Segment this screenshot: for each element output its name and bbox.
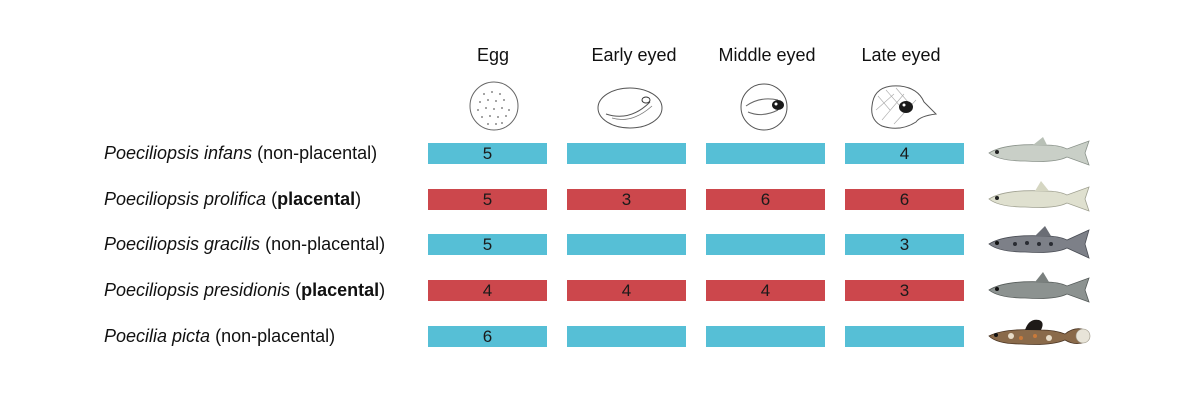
species-label: Poecilia picta (non-placental) <box>104 325 335 347</box>
fish-icon <box>988 181 1090 212</box>
value-bar: 6 <box>428 326 547 347</box>
fish-icon <box>988 272 1090 303</box>
bar-value: 3 <box>899 235 910 254</box>
paren-open: ( <box>290 280 302 300</box>
bar-value: 5 <box>482 190 493 209</box>
paren-close: ) <box>379 234 386 254</box>
bar-value: 3 <box>899 281 910 300</box>
bar-value: 5 <box>482 235 493 254</box>
stage-header-egg: Egg <box>476 45 510 65</box>
stage-header-late-eyed: Late eyed <box>861 45 941 65</box>
value-bar: 3 <box>845 234 964 255</box>
fish-icon <box>988 226 1090 259</box>
paren-close: ) <box>329 326 336 346</box>
value-bar: 5 <box>428 189 547 210</box>
paren-open: ( <box>252 143 264 163</box>
reproduction-type: non-placental <box>271 234 380 254</box>
value-bar: 6 <box>845 189 964 210</box>
reproduction-type: placental <box>277 189 356 209</box>
middle-eyed-embryo-icon <box>740 83 788 131</box>
late-eyed-embryo-icon <box>871 85 938 129</box>
fish-icon <box>988 137 1090 166</box>
species-name: Poeciliopsis gracilis <box>104 234 261 254</box>
bar-value: 5 <box>482 144 493 163</box>
bar-value: 6 <box>760 190 771 209</box>
value-bar: 6 <box>706 189 825 210</box>
species-label: Poeciliopsis presidionis (placental) <box>104 279 385 301</box>
bar-value: 4 <box>899 144 910 163</box>
paren-close: ) <box>371 143 378 163</box>
value-bar: 5 <box>428 234 547 255</box>
reproduction-type: non-placental <box>263 143 372 163</box>
species-name: Poeciliopsis presidionis <box>104 280 291 300</box>
reproduction-type: placental <box>301 280 380 300</box>
bar-value: 6 <box>899 190 910 209</box>
value-bar <box>706 326 825 347</box>
early-eyed-embryo-icon <box>597 87 663 129</box>
value-bar: 4 <box>845 143 964 164</box>
paren-open: ( <box>260 234 272 254</box>
value-bar: 4 <box>567 280 686 301</box>
paren-open: ( <box>266 189 278 209</box>
value-bar: 4 <box>428 280 547 301</box>
bar-value: 6 <box>482 327 493 346</box>
species-name: Poeciliopsis prolifica <box>104 189 267 209</box>
bar-value: 4 <box>482 281 493 300</box>
stage-header-middle-eyed: Middle eyed <box>718 45 816 65</box>
value-bar <box>567 234 686 255</box>
species-name: Poecilia picta <box>104 326 211 346</box>
paren-close: ) <box>355 189 362 209</box>
egg-drawing-icon <box>469 81 519 131</box>
species-label: Poeciliopsis prolifica (placental) <box>104 188 361 210</box>
fish-icon <box>988 319 1091 345</box>
bar-value: 4 <box>760 281 771 300</box>
value-bar <box>706 234 825 255</box>
bar-value: 3 <box>621 190 632 209</box>
value-bar <box>845 326 964 347</box>
reproduction-type: non-placental <box>221 326 330 346</box>
value-bar: 4 <box>706 280 825 301</box>
species-label: Poeciliopsis infans (non-placental) <box>104 142 377 164</box>
paren-close: ) <box>379 280 386 300</box>
value-bar <box>567 143 686 164</box>
species-label: Poeciliopsis gracilis (non-placental) <box>104 233 385 255</box>
value-bar: 3 <box>845 280 964 301</box>
bar-value: 4 <box>621 281 632 300</box>
paren-open: ( <box>210 326 222 346</box>
species-name: Poeciliopsis infans <box>104 143 253 163</box>
value-bar: 5 <box>428 143 547 164</box>
stage-header-early-eyed: Early eyed <box>591 45 677 65</box>
value-bar <box>706 143 825 164</box>
value-bar <box>567 326 686 347</box>
value-bar: 3 <box>567 189 686 210</box>
